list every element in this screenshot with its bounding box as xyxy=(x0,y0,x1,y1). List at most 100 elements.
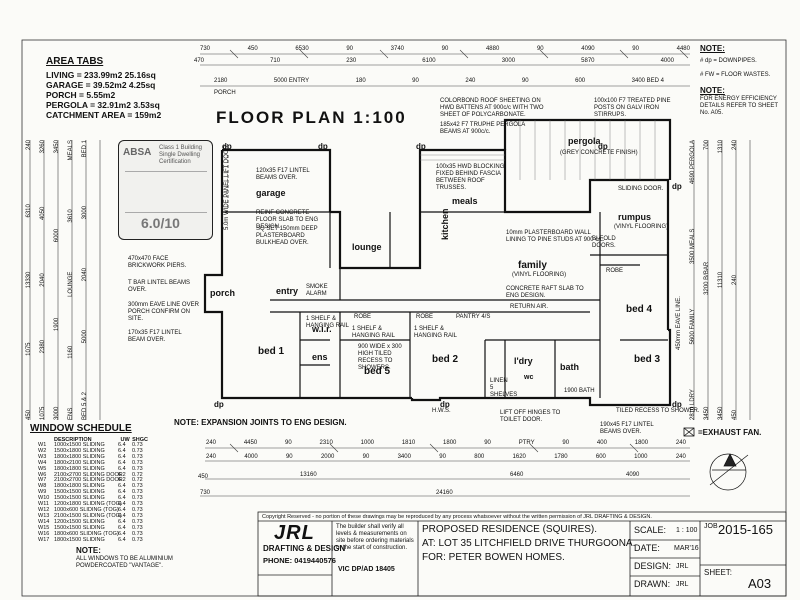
dim-450: 450 xyxy=(198,474,209,480)
window-uw: 6.4 xyxy=(118,465,126,472)
dim: 1075 xyxy=(26,342,32,356)
project-line1: PROPOSED RESIDENCE (SQUIRES). xyxy=(422,524,598,535)
dp-marker: dp xyxy=(222,142,232,151)
dim: 700 xyxy=(704,140,710,151)
window-id: W10 xyxy=(38,495,50,502)
dim: 2310 xyxy=(319,440,333,446)
absa-logo: ABSA xyxy=(123,147,152,158)
dim: 90 xyxy=(362,454,370,460)
bottom-dims-row2: 240 4000 90 2000 90 3400 90 800 1620 178… xyxy=(206,454,686,461)
window-note-text: ALL WINDOWS TO BE ALUMINIUM POWDERCOATED… xyxy=(76,556,173,569)
note-garage-lintel: 120x35 F17 LINTEL BEAMS OVER. xyxy=(256,168,310,181)
area-line: PERGOLA = 32.91m2 3.53sq xyxy=(46,100,160,110)
room-pergola-sub: (GREY CONCRETE FINISH) xyxy=(560,150,638,156)
window-description: 1000x600 SLIDING (TOG) xyxy=(54,506,119,513)
dim: 13330 xyxy=(26,271,32,289)
company-name: DRAFTING & DESIGN xyxy=(263,544,346,553)
note-tiled-recess: 900 WIDE x 300 HIGH TILED RECESS TO SHOW… xyxy=(358,344,402,371)
dim: 5000 xyxy=(82,329,88,344)
dim: 800 xyxy=(474,454,485,460)
dim: 600 xyxy=(575,78,586,84)
dim: 240 xyxy=(206,440,217,446)
note-heading-2: NOTE: xyxy=(700,86,725,95)
window-description: 1200x1800 SLIDING (TOG) xyxy=(54,501,122,508)
dp-marker: dp xyxy=(440,400,450,409)
dim: 3200 B/BAR xyxy=(704,261,710,295)
note-eave-line: 300mm EAVE LINE OVER PORCH CONFIRM ON SI… xyxy=(128,302,199,322)
room-bed4: bed 4 xyxy=(626,304,653,315)
porch-dim-label: PORCH xyxy=(214,90,236,96)
room-entry: entry xyxy=(276,286,299,296)
dim: 4880 xyxy=(485,46,500,52)
window-description: 1800x1500 SLIDING xyxy=(54,536,105,543)
absa-line1: Class 1 Building xyxy=(159,145,203,151)
floor-plan-title: FLOOR PLAN 1:100 xyxy=(216,108,407,127)
window-description: 2100x2700 SLIDING DOOR xyxy=(54,471,123,478)
robe-label: ROBE xyxy=(606,268,624,274)
room-wc: wc xyxy=(524,374,534,381)
dim: 240 xyxy=(26,140,32,151)
room-wir: w.i.r. xyxy=(312,324,332,334)
window-id: W8 xyxy=(38,483,47,490)
absa-line3: Certification xyxy=(159,159,191,165)
room-bed2: bed 2 xyxy=(432,354,459,365)
col-description: DESCRIPTION xyxy=(54,437,92,443)
vic-dp-ad: VIC DP/AD 18405 xyxy=(338,566,395,573)
dim: 90 xyxy=(285,454,293,460)
note-colorbond: COLORBOND ROOF SHEETING ON HWD BATTENS A… xyxy=(440,98,544,118)
date-value: MAR'16 xyxy=(674,545,699,552)
scale-value: 1 : 100 xyxy=(676,527,698,534)
dim: 2180 xyxy=(214,78,228,84)
right-dims-col2: 3450 3200 B/BAR 700 xyxy=(704,140,711,420)
window-description: 1800x1800 SLIDING xyxy=(54,453,105,460)
dim: 1075 xyxy=(40,406,46,420)
dim-label: ENS xyxy=(68,407,74,420)
dim-label: LOUNGE xyxy=(68,271,74,297)
dim: 2000 xyxy=(320,454,335,460)
note-truphe: 185x42 F7 TRUPHE PERGOLA BEAMS AT 900c/c… xyxy=(440,122,525,135)
window-id: W3 xyxy=(38,453,47,460)
note-tiled-recess-2: TILED RECESS TO SHOWER. xyxy=(616,408,700,414)
window-shgc: 0.73 xyxy=(132,442,143,448)
area-line: CATCHMENT AREA = 159m2 xyxy=(46,110,162,120)
date-label: DATE: xyxy=(634,543,660,553)
absa-line2: Single Dwelling xyxy=(159,152,201,158)
window-id: W15 xyxy=(38,524,50,531)
window-uw: 6.4 xyxy=(118,518,126,525)
window-uw: 6.4 xyxy=(118,506,126,513)
window-id: W11 xyxy=(38,501,49,508)
dim: 1000 xyxy=(360,440,375,446)
right-dims-col4: 450 240 240 xyxy=(732,140,739,420)
note-face-brick: 470x470 FACE BRICKWORK PIERS. xyxy=(128,256,187,269)
dim: 240 xyxy=(732,140,738,151)
dim: 240 xyxy=(732,275,738,286)
window-id: W16 xyxy=(38,530,50,537)
dim: 3400 BED 4 xyxy=(631,78,664,84)
window-id: W6 xyxy=(38,471,47,478)
window-shgc: 0.72 xyxy=(132,471,143,478)
window-uw: 6.2 xyxy=(118,471,126,478)
window-note-heading: NOTE: xyxy=(76,546,101,555)
project-line3: FOR: PETER BOWEN HOMES. xyxy=(422,552,565,563)
room-bath: bath xyxy=(560,362,579,372)
exhaust-fan-legend: =EXHAUST FAN. xyxy=(698,428,762,437)
window-schedule-header: DESCRIPTION UW SHGC xyxy=(38,437,148,443)
dim: 450 xyxy=(26,409,32,420)
window-shgc: 0.73 xyxy=(132,501,143,508)
note-garage-slab: REINF CONCRETE FLOOR SLAB TO ENG DESIGN. xyxy=(256,210,319,230)
dim: 3610 xyxy=(68,209,74,223)
window-shgc: 0.72 xyxy=(132,477,143,484)
window-uw: 6.2 xyxy=(118,477,126,484)
dim-24160: 24160 xyxy=(436,490,453,496)
dim: 90 xyxy=(521,78,529,84)
project-line2: AT: LOT 35 LITCHFIELD DRIVE THURGOONA. xyxy=(422,538,636,549)
dim: 5600 FAMILY xyxy=(690,308,696,345)
